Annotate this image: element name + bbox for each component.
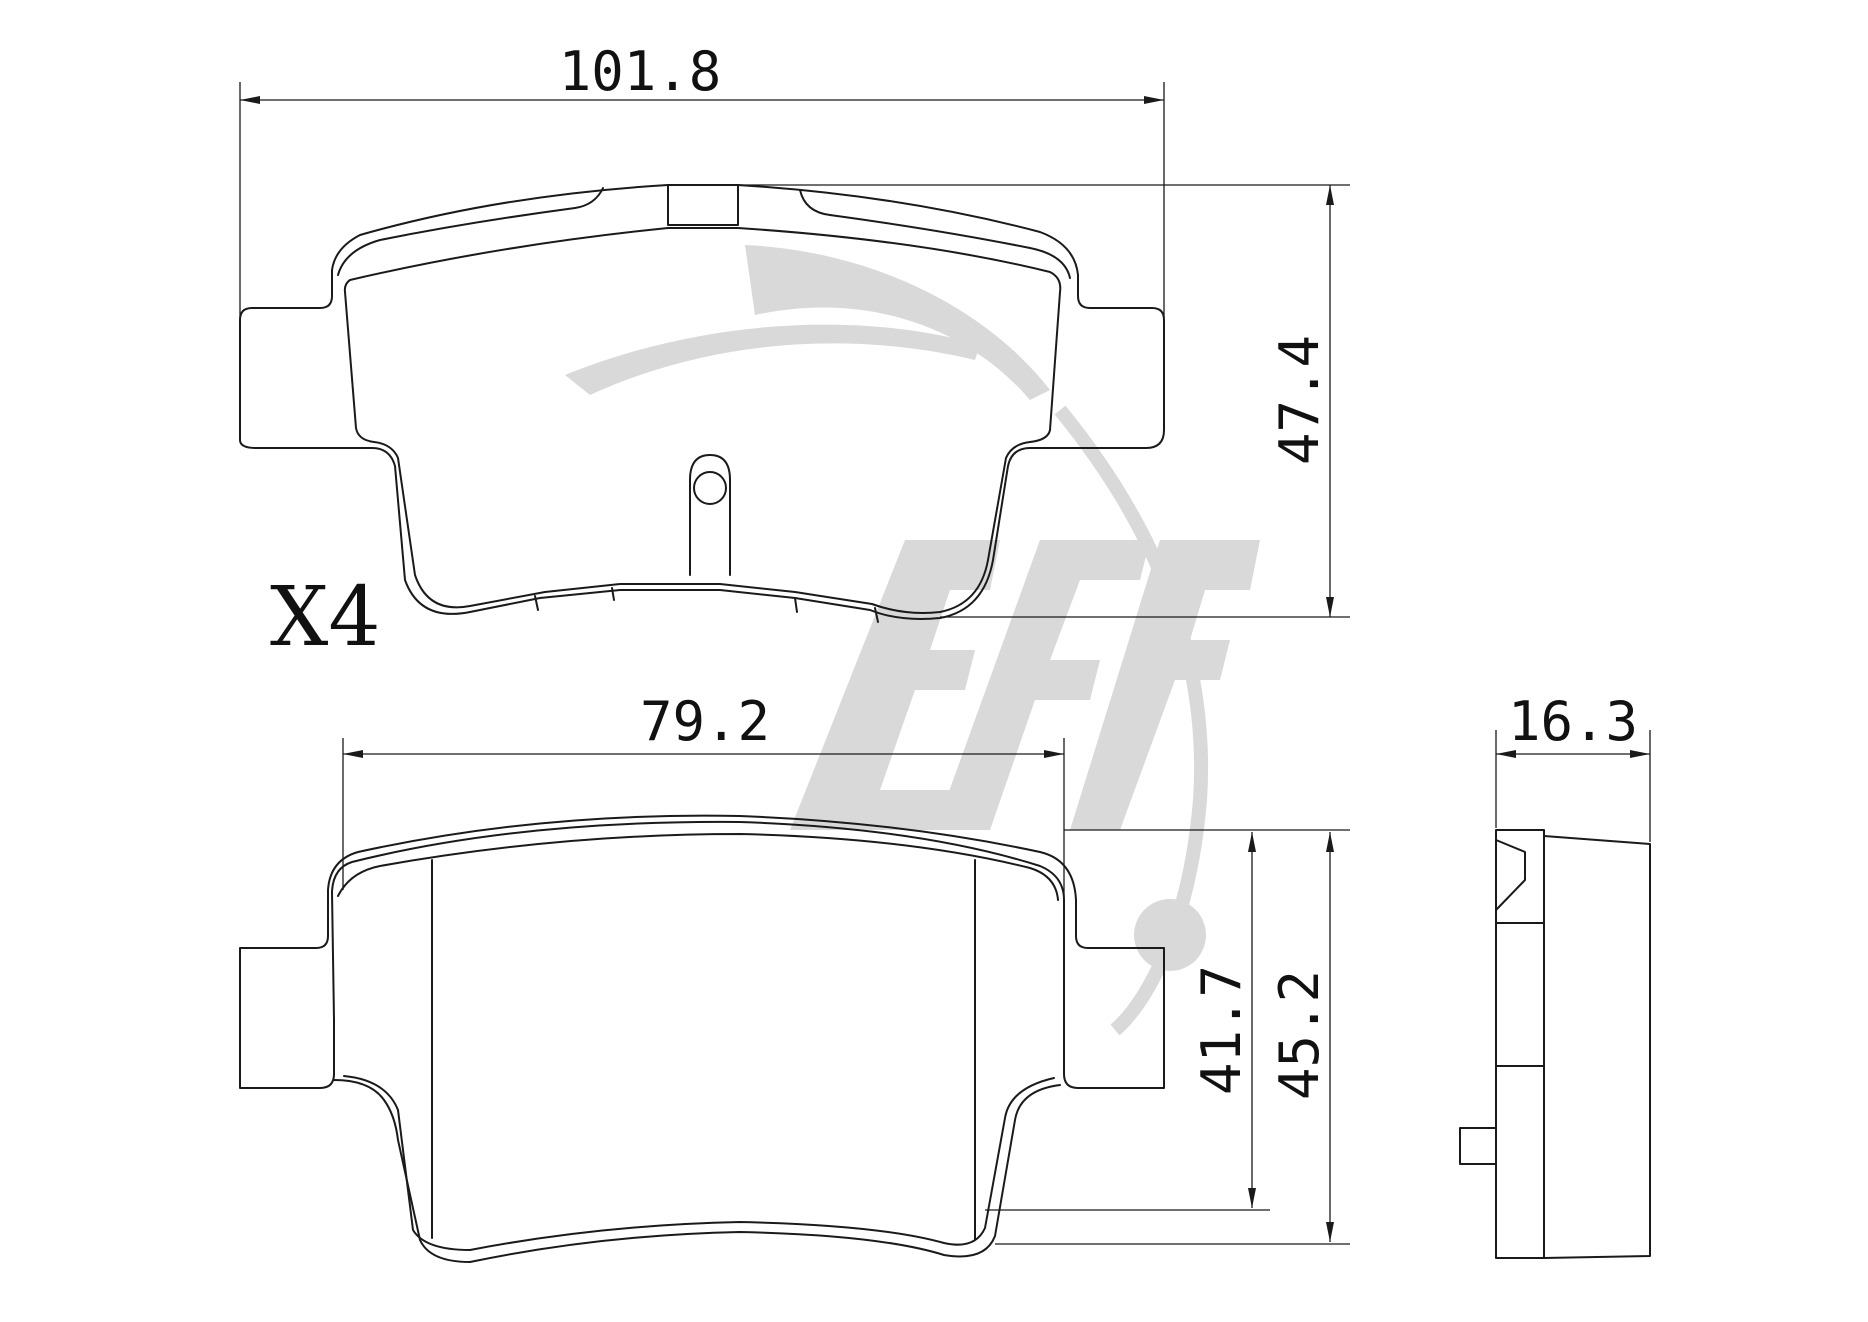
dimension-bottom-height-outer-label: 45.2 [1268, 970, 1331, 1100]
dimension-top-width [239, 82, 1165, 318]
brake-pad-side-view [1459, 829, 1651, 1259]
quantity-label: X4 [270, 570, 381, 665]
dimension-top-width-label: 101.8 [559, 40, 722, 103]
dimension-bottom-height-outer [995, 832, 1350, 1245]
dimension-top-height-label: 47.4 [1268, 335, 1331, 465]
dimension-bottom-height-inner-label: 41.7 [1190, 965, 1253, 1095]
dimension-top-height [738, 184, 1350, 618]
dimension-bottom-width-label: 79.2 [640, 690, 770, 753]
brake-pad-bottom-view [239, 814, 1165, 1263]
dimension-bottom-height-inner [985, 829, 1350, 1211]
etf-logo-watermark-icon [565, 245, 1260, 1036]
brake-pad-top-view [239, 184, 1165, 623]
dimension-side-thickness-label: 16.3 [1508, 690, 1638, 753]
dimension-bottom-width [342, 738, 1065, 900]
dimension-side-thickness [1495, 730, 1651, 842]
